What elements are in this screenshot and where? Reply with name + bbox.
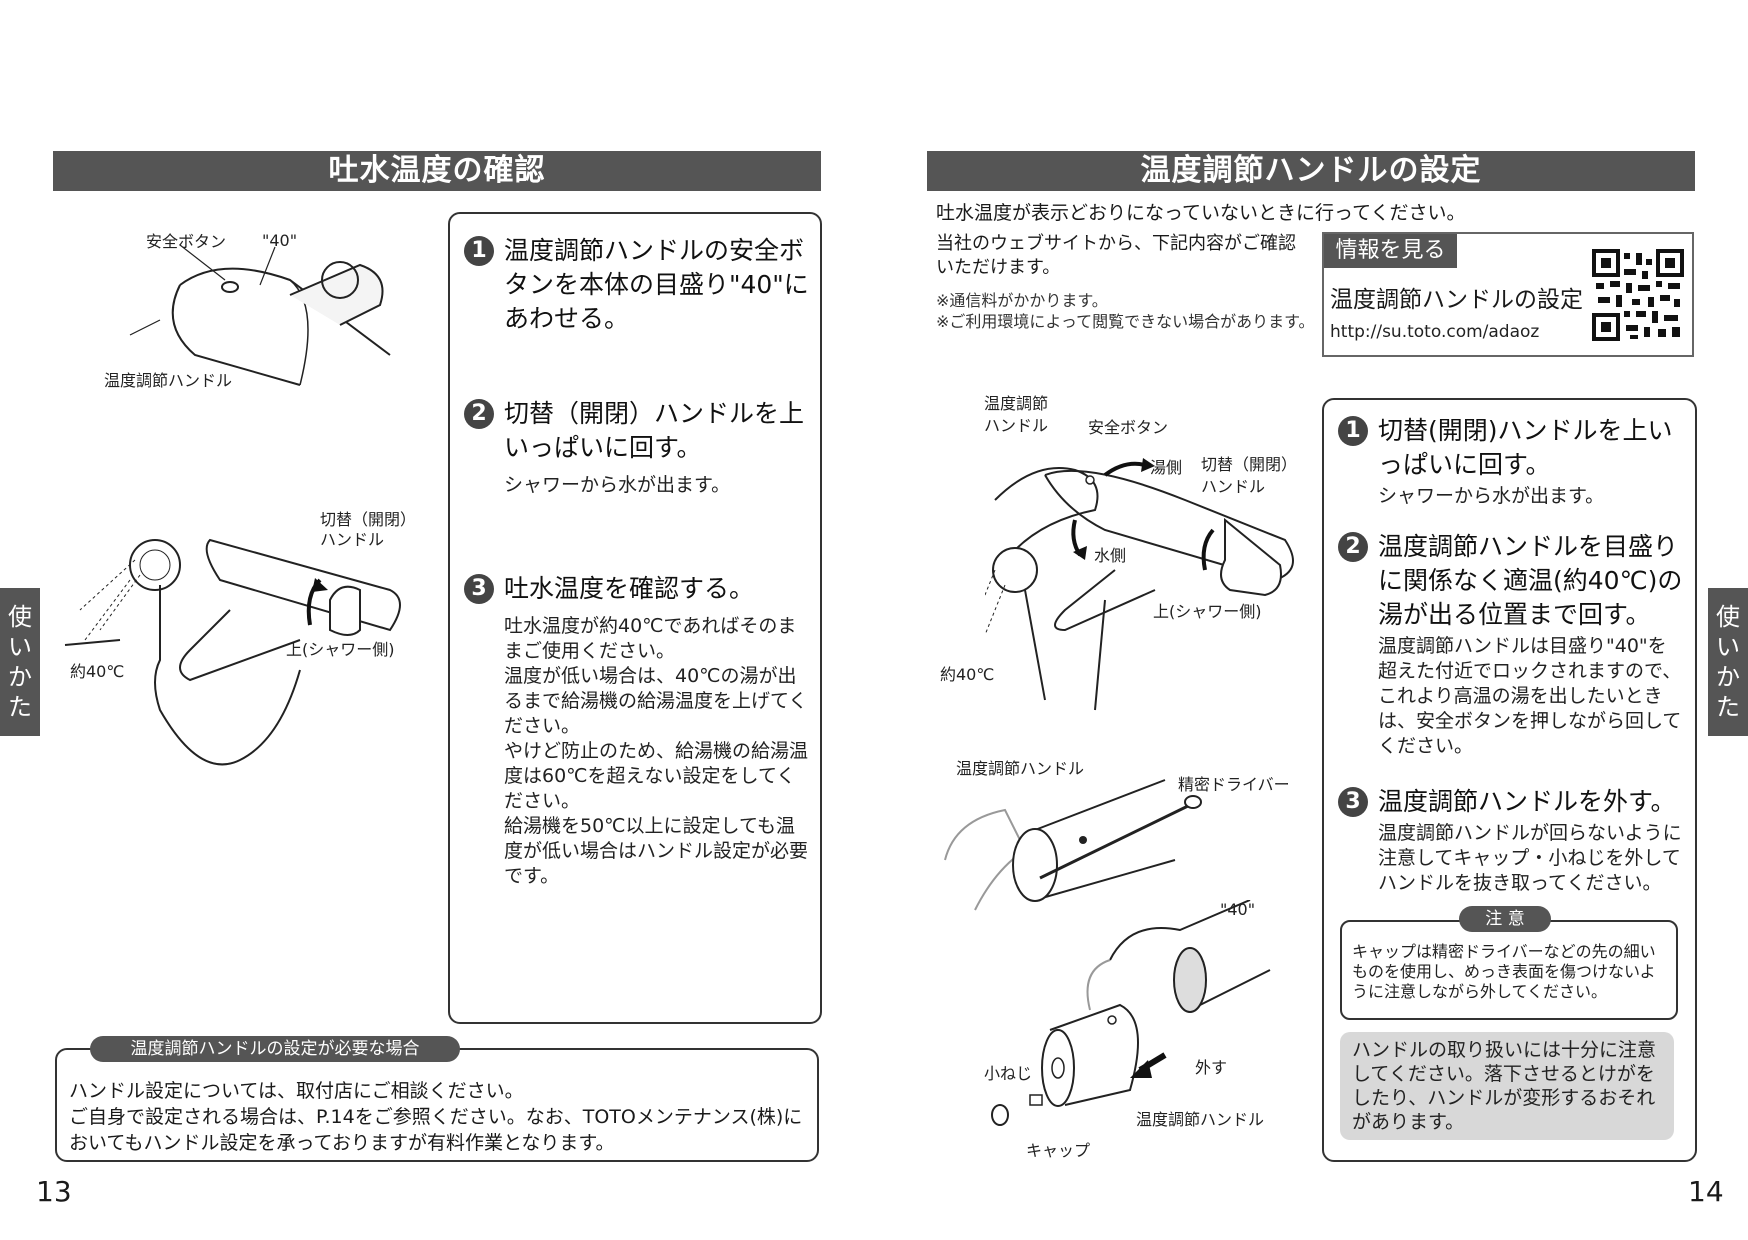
page-title-right: 温度調節ハンドルの設定	[927, 151, 1695, 191]
note-box: ハンドル設定については、取付店にご相談ください。 ご自身で設定される場合は、P.…	[55, 1048, 819, 1162]
driver-illustration	[944, 779, 1202, 911]
step-3: 3 温度調節ハンドルを外す。 温度調節ハンドルが回らないように注意してキャップ・…	[1338, 785, 1683, 896]
step-1: 1 温度調節ハンドルの安全ボタンを本体の目盛り"40"にあわせる。	[464, 234, 809, 336]
step-number: 2	[1338, 532, 1368, 562]
label-water-side: 水側	[1094, 546, 1127, 565]
step-title: 切替(開閉)ハンドルを上いっぱいに回す。	[1378, 416, 1673, 479]
step-body: シャワーから水が出ます。	[504, 474, 731, 496]
label-small-screw: 小ねじ	[984, 1064, 1033, 1083]
label-up-shower: 上(シャワー側)	[286, 640, 395, 659]
step-number: 3	[464, 574, 494, 604]
step-body: 吐水温度が約40℃であればそのままご使用ください。 温度が低い場合は、40℃の湯…	[504, 615, 809, 887]
note-line-1: ハンドル設定については、取付店にご相談ください。	[69, 1080, 524, 1102]
label-hot-side: 湯側	[1150, 458, 1183, 477]
step-number: 1	[1338, 416, 1368, 446]
info-tag: 情報を見る	[1324, 234, 1457, 268]
warning-text: ハンドルの取り扱いには十分に注意してください。落下させるとけがをしたり、ハンドル…	[1352, 1039, 1657, 1133]
notes: ※通信料がかかります。 ※ご利用環境によって閲覧できない場合があります。	[936, 290, 1316, 332]
step-body: 温度調節ハンドルは目盛り"40"を超えた付近でロックされますので、これより高温の…	[1378, 635, 1682, 757]
step-title: 切替（開閉）ハンドルを上いっぱいに回す。	[504, 399, 805, 462]
step-number: 1	[464, 236, 494, 266]
note-body: ハンドル設定については、取付店にご相談ください。 ご自身で設定される場合は、P.…	[69, 1078, 804, 1156]
note-fee: ※通信料がかかります。	[936, 291, 1108, 310]
label-mark-40: "40"	[262, 231, 298, 250]
label-approx-40: 約40℃	[70, 662, 125, 681]
page-title-left: 吐水温度の確認	[53, 151, 821, 191]
steps-panel-right: 1 切替(開閉)ハンドルを上いっぱいに回す。 シャワーから水が出ます。 2 温度…	[1322, 398, 1697, 1162]
intro-text: 吐水温度が表示どおりになっていないときに行ってください。	[936, 202, 1466, 224]
label-remove: 外す	[1195, 1058, 1228, 1077]
step-number: 2	[464, 399, 494, 429]
label-mark-40-right: "40"	[1220, 900, 1256, 919]
label-temp-handle-driver: 温度調節ハンドル	[956, 759, 1085, 778]
disassembly-illustration	[991, 900, 1271, 1126]
step-1: 1 切替(開閉)ハンドルを上いっぱいに回す。 シャワーから水が出ます。	[1338, 414, 1683, 509]
note-title: 温度調節ハンドルの設定が必要な場合	[90, 1036, 460, 1062]
page-number-right: 14	[1688, 1175, 1724, 1208]
caution-title: 注 意	[1459, 906, 1551, 932]
faucet-shower-illustration	[64, 538, 401, 766]
label-cap: キャップ	[1026, 1141, 1091, 1160]
note-line-2: ご自身で設定される場合は、P.14をご参照ください。なお、TOTOメンテナンス(…	[69, 1106, 803, 1154]
step-body: 温度調節ハンドルが回らないように注意してキャップ・小ねじを外してハンドルを抜き取…	[1378, 822, 1682, 894]
step-title: 温度調節ハンドルを外す。	[1378, 787, 1676, 816]
caution-box: キャップは精密ドライバーなどの先の細いものを使用し、めっき表面を傷つけないように…	[1340, 920, 1678, 1020]
web-text: 当社のウェブサイトから、下記内容がご確認いただけます。	[936, 233, 1296, 278]
qr-code-icon[interactable]	[1592, 249, 1684, 341]
steps-panel-left: 1 温度調節ハンドルの安全ボタンを本体の目盛り"40"にあわせる。 2 切替（開…	[448, 212, 822, 1024]
label-precision-driver: 精密ドライバー	[1178, 775, 1290, 794]
step-2: 2 温度調節ハンドルを目盛りに関係なく適温(約40℃)の湯が出る位置まで回す。 …	[1338, 530, 1683, 759]
label-temp-handle: 温度調節ハンドル	[104, 371, 233, 390]
label-switch-handle: 切替（開閉） ハンドル	[320, 510, 417, 549]
label-temp-handle-bottom: 温度調節ハンドル	[1136, 1110, 1265, 1129]
step-body: シャワーから水が出ます。	[1378, 485, 1605, 507]
step-2: 2 切替（開閉）ハンドルを上いっぱいに回す。 シャワーから水が出ます。	[464, 397, 809, 498]
faucet-handle-illustration	[129, 244, 391, 386]
label-safety-button: 安全ボタン	[146, 232, 227, 251]
note-env: ※ご利用環境によって閲覧できない場合があります。	[936, 312, 1315, 331]
side-tab-right: 使 い か た	[1708, 588, 1748, 736]
label-approx-40-right: 約40℃	[940, 665, 995, 684]
step-number: 3	[1338, 787, 1368, 817]
page-number-left: 13	[36, 1175, 72, 1208]
label-temp-handle-2line: 温度調節 ハンドル	[984, 394, 1049, 435]
step-title: 吐水温度を確認する。	[504, 574, 755, 603]
info-url[interactable]: http://su.toto.com/adaoz	[1330, 322, 1540, 342]
label-switch-handle-right: 切替（開閉） ハンドル	[1201, 455, 1298, 496]
info-title[interactable]: 温度調節ハンドルの設定	[1330, 287, 1583, 313]
step-title: 温度調節ハンドルを目盛りに関係なく適温(約40℃)の湯が出る位置まで回す。	[1378, 532, 1683, 629]
step-3: 3 吐水温度を確認する。 吐水温度が約40℃であればそのままご使用ください。 温…	[464, 572, 809, 889]
side-tab-left: 使 い か た	[0, 588, 40, 736]
info-box: 情報を見る 温度調節ハンドルの設定 http://su.toto.com/ada…	[1322, 232, 1694, 357]
caution-body: キャップは精密ドライバーなどの先の細いものを使用し、めっき表面を傷つけないように…	[1352, 942, 1656, 1001]
label-safety-button-right: 安全ボタン	[1088, 418, 1169, 437]
faucet-adjust-illustration	[985, 458, 1294, 711]
warning-box: ハンドルの取り扱いには十分に注意してください。落下させるとけがをしたり、ハンドル…	[1340, 1032, 1674, 1140]
step-title: 温度調節ハンドルの安全ボタンを本体の目盛り"40"にあわせる。	[504, 236, 809, 333]
label-up-shower-right: 上(シャワー側)	[1153, 602, 1262, 621]
